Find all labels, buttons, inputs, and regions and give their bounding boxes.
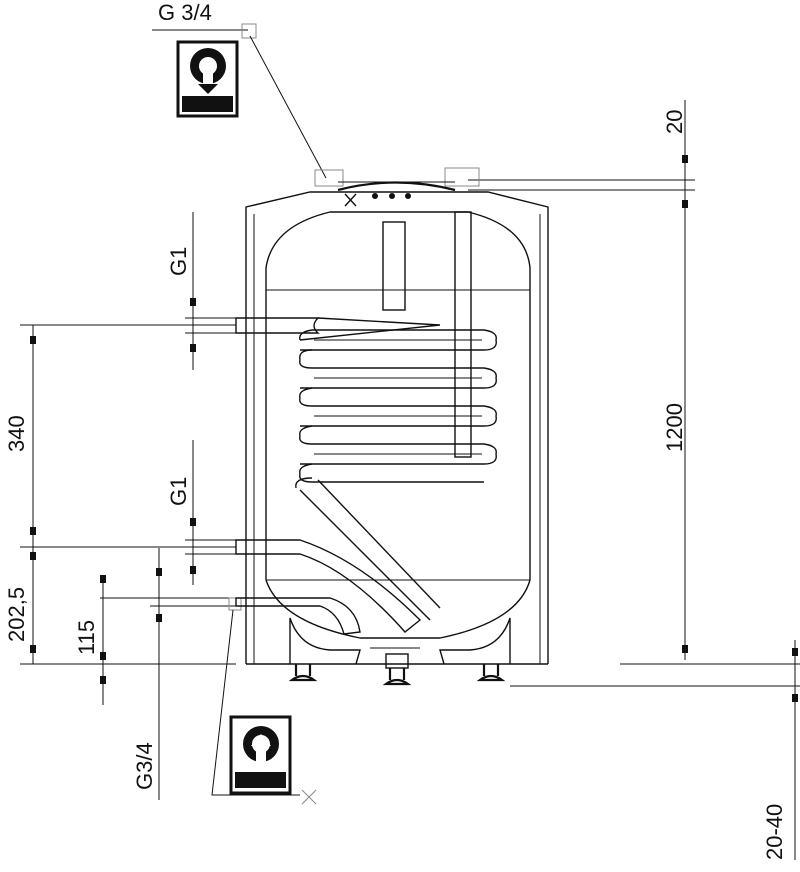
- cold-water-inlet-icon: [229, 715, 292, 795]
- bottom-connection-callout: [211, 597, 317, 805]
- left-dimensions: G1 G1 340 202,5 115 G3/4: [4, 212, 236, 800]
- dim-bottom-label: 115: [74, 620, 99, 655]
- dim-top-label: 20: [662, 110, 687, 134]
- dim-coil-spacing-label: 340: [4, 415, 29, 452]
- tank-body: [235, 167, 549, 686]
- dim-feet-label: 20-40: [762, 804, 787, 860]
- dim-lower-coil-label: 202,5: [4, 587, 29, 642]
- lower-coil-connection-label: G1: [166, 477, 191, 506]
- top-connection-label: G 3/4: [158, 0, 212, 25]
- upper-coil-connection-label: G1: [166, 247, 191, 276]
- bottom-connection-label: G3/4: [132, 742, 157, 790]
- right-dimensions: 20 1200 20-40: [468, 100, 800, 860]
- top-connection-callout: G 3/4: [152, 0, 327, 179]
- dim-height-label: 1200: [662, 403, 687, 452]
- hot-water-outlet-icon: [176, 40, 239, 118]
